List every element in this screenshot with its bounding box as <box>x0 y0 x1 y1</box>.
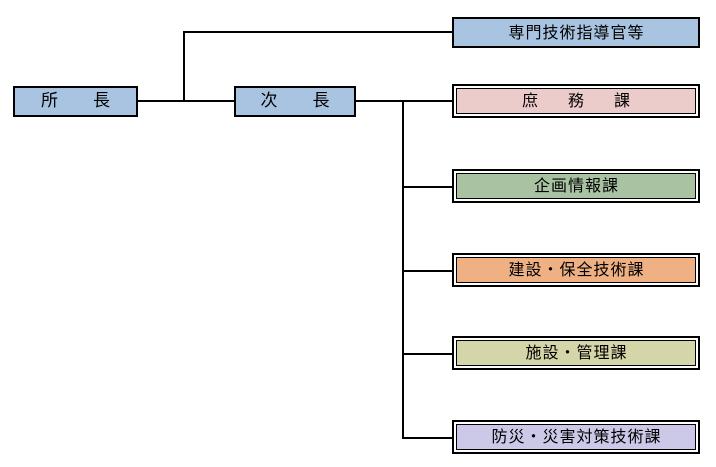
node-division-planning-information[interactable]: 企画情報課 <box>452 169 700 203</box>
connector-trunk-to-division-1 <box>402 100 452 102</box>
node-director[interactable]: 所 長 <box>13 86 138 117</box>
connector-junction-to-deputy <box>183 100 234 102</box>
node-division-construction-maintenance-label: 建設・保全技術課 <box>508 260 645 279</box>
node-division-disaster-prevention-label: 防災・災害対策技術課 <box>491 427 662 446</box>
node-director-label: 所 長 <box>41 91 119 111</box>
node-division-facility-management-label: 施設・管理課 <box>525 343 628 362</box>
node-technical-advisor[interactable]: 専門技術指導官等 <box>452 17 700 48</box>
node-division-general-affairs-label: 庶 務 課 <box>521 91 637 110</box>
connector-division-trunk <box>402 100 404 438</box>
connector-to-technical-advisor <box>183 31 452 33</box>
connector-trunk-to-division-4 <box>402 353 452 355</box>
node-division-disaster-prevention[interactable]: 防災・災害対策技術課 <box>452 420 700 454</box>
node-division-facility-management[interactable]: 施設・管理課 <box>452 336 700 370</box>
connector-trunk-to-division-3 <box>402 270 452 272</box>
node-division-general-affairs[interactable]: 庶 務 課 <box>452 84 700 118</box>
node-division-planning-information-label: 企画情報課 <box>533 176 619 195</box>
node-deputy-director-label: 次 長 <box>260 91 339 111</box>
node-technical-advisor-label: 専門技術指導官等 <box>508 22 645 42</box>
connector-director-to-junction <box>138 100 184 102</box>
connector-trunk-to-division-2 <box>402 186 452 188</box>
connector-junction-riser <box>183 31 185 102</box>
node-deputy-director[interactable]: 次 長 <box>234 86 356 117</box>
connector-deputy-to-trunk <box>356 100 404 102</box>
connector-trunk-to-division-5 <box>402 437 452 439</box>
node-division-construction-maintenance[interactable]: 建設・保全技術課 <box>452 253 700 287</box>
